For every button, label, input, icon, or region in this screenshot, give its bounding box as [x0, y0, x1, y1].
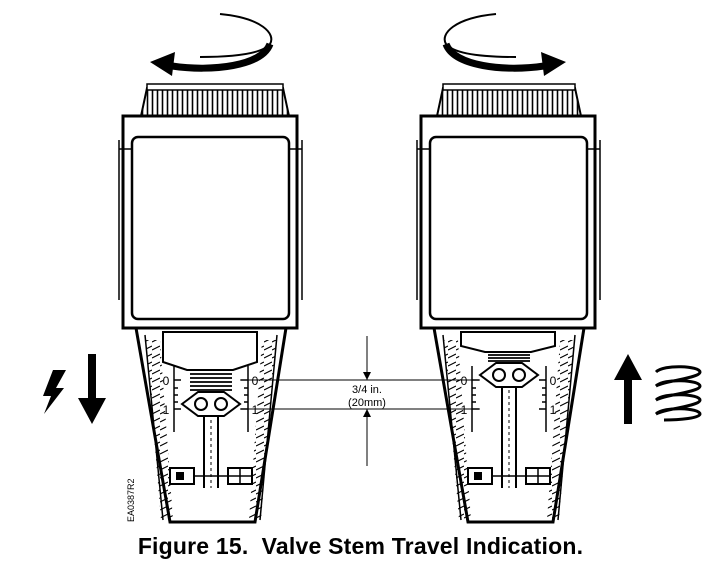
rotation-arrow-icon — [442, 13, 566, 76]
stem-coupling — [467, 467, 551, 485]
scale-label-zero: 0 — [252, 374, 259, 388]
rotation-arrow-icon — [150, 13, 274, 76]
scale-label-one: 1 — [163, 403, 170, 417]
arrow-down-icon — [78, 354, 106, 424]
left-actuator: 0 1 0 1 EA0387R2 — [43, 13, 303, 524]
cover-panel — [130, 135, 291, 321]
stem-spring — [190, 369, 232, 391]
spring-icon — [654, 365, 702, 422]
adjustment-knob — [139, 83, 291, 117]
right-actuator: 0 1 0 1 — [416, 13, 702, 524]
scale-label-one: 1 — [461, 403, 468, 417]
travel-dimension: 3/4 in. (20mm) — [240, 336, 480, 466]
scale-label-zero: 0 — [550, 374, 557, 388]
adjustment-knob — [435, 83, 583, 117]
scale-label-one: 1 — [550, 403, 557, 417]
stem-indicator — [478, 362, 540, 388]
figure-caption: Figure 15. Valve Stem Travel Indication. — [137, 533, 584, 559]
valve-stem-diagram: 0 1 0 1 EA0387R2 — [43, 13, 702, 524]
dimension-label-inches: 3/4 in. — [352, 384, 382, 396]
scale-label-zero: 0 — [163, 374, 170, 388]
figure-code: EA0387R2 — [126, 478, 136, 522]
scale-label-zero: 0 — [461, 374, 468, 388]
scale-label-one: 1 — [252, 403, 259, 417]
arrow-up-icon — [614, 354, 642, 424]
stem-coupling — [169, 467, 253, 485]
stem-spring — [488, 351, 530, 362]
dimension-label-mm: (20mm) — [348, 397, 386, 409]
lightning-bolt-icon — [43, 370, 66, 414]
cover-panel — [428, 135, 589, 321]
stem-indicator — [180, 391, 242, 417]
